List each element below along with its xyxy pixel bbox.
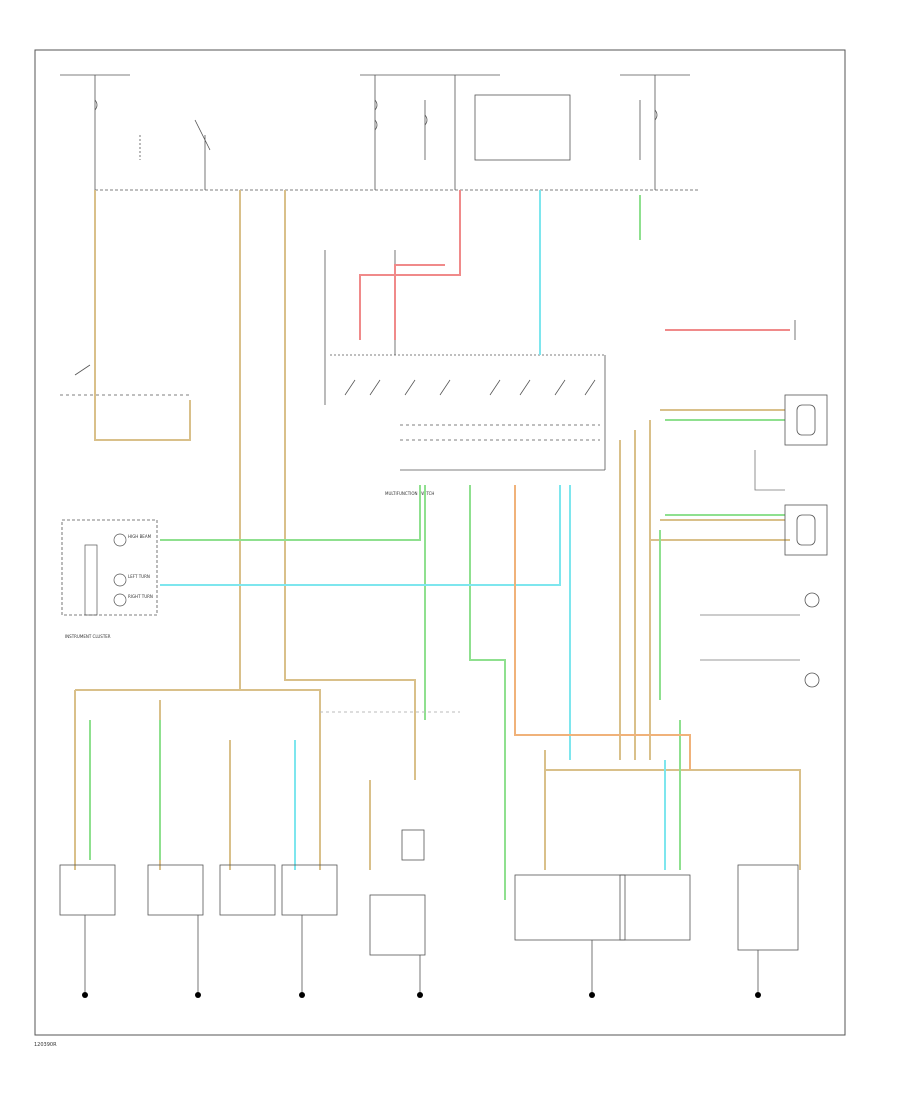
multifunction-switch	[324, 250, 606, 471]
instrument-cluster	[61, 519, 158, 616]
pink-wires	[359, 190, 790, 340]
diagram-code: 120390R	[34, 1042, 57, 1048]
right-side-sockets	[784, 320, 828, 688]
instrument-cluster-label: INSTRUMENT CLUSTER	[65, 634, 111, 639]
multifunction-switch-label: MULTIFUNCTION SWITCH	[385, 491, 434, 496]
lamp-housings	[59, 829, 799, 956]
right-side-leads	[700, 450, 800, 661]
cyan-wires	[160, 190, 666, 870]
diagram-frame	[34, 49, 846, 1036]
orange-wires	[514, 485, 691, 770]
headlamp-switch	[60, 340, 190, 396]
right-turn-indicator-label: RIGHT TURN	[128, 594, 153, 599]
tan-wires	[74, 190, 801, 870]
left-turn-indicator-label: LEFT TURN	[128, 574, 150, 579]
ground-symbols	[82, 992, 761, 998]
green-wires	[89, 195, 785, 900]
ground-leads	[84, 915, 759, 992]
fuse-panel-section	[60, 74, 700, 191]
fuse-symbols	[94, 99, 658, 131]
high-beam-indicator-label: HIGH BEAM	[128, 534, 152, 539]
